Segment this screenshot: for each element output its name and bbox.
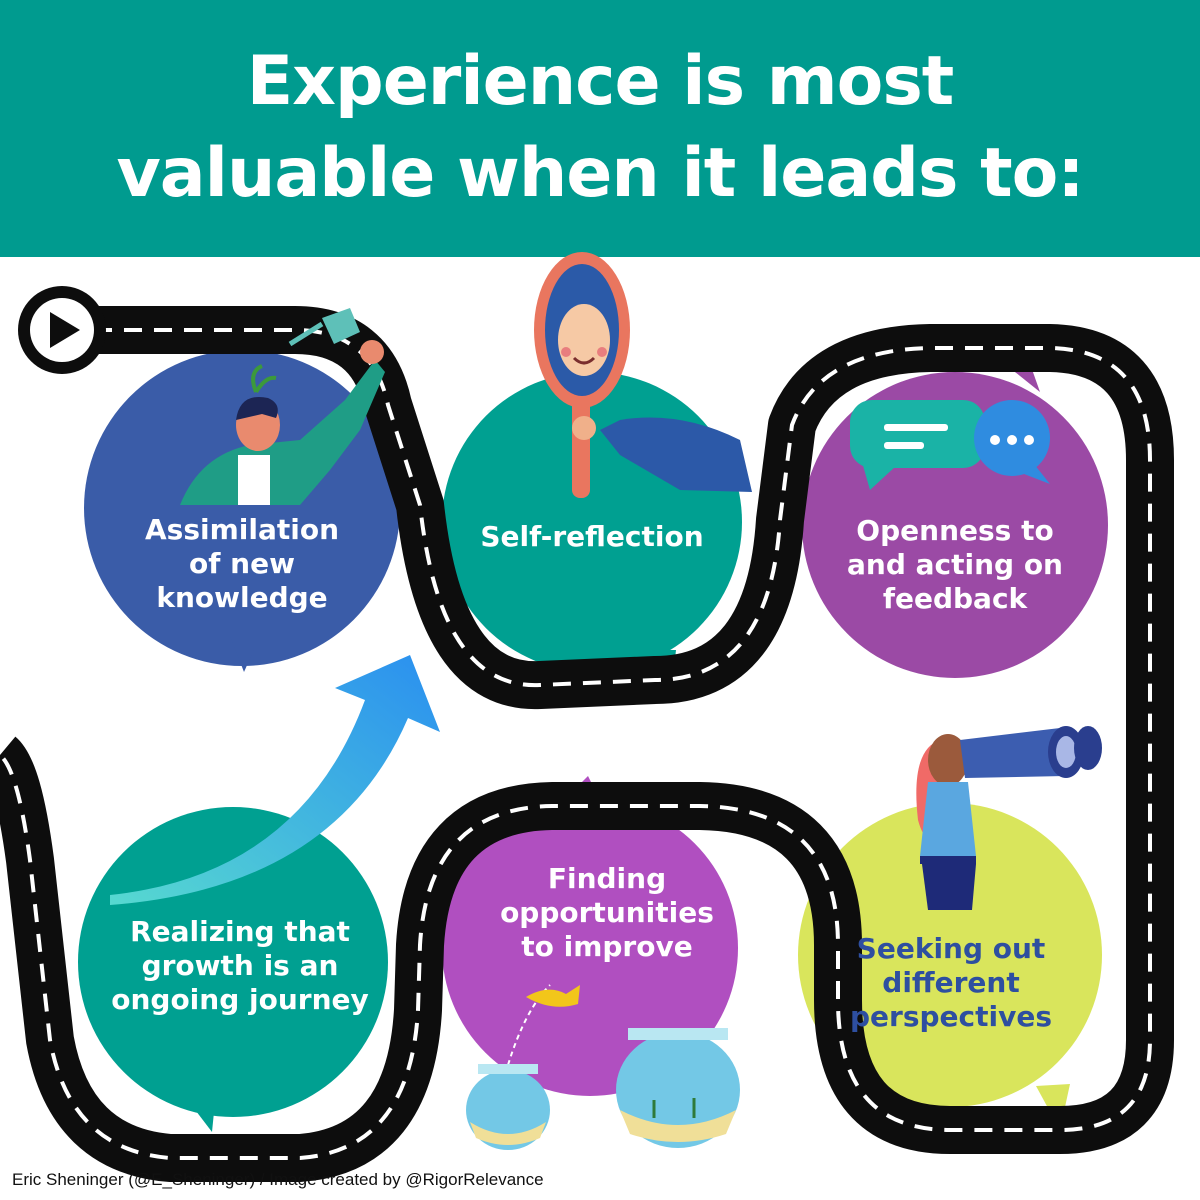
title-line-1: Experience is most (246, 42, 955, 121)
label-growth-line-1: Realizing that (130, 915, 350, 948)
label-assimilation-line-2: of new (189, 547, 295, 580)
winding-road (0, 306, 1174, 1182)
speech-bubbles-icon (850, 400, 1050, 490)
label-perspectives: Seeking out different perspectives (824, 932, 1078, 1034)
label-opportunities-line-2: opportunities (500, 896, 714, 929)
label-self-reflection: Self-reflection (462, 520, 722, 554)
fishbowl-jump-icon (466, 984, 740, 1150)
label-feedback-line-1: Openness to (856, 514, 1054, 547)
binoculars-icon (960, 726, 1102, 778)
person-watering-head-icon (180, 308, 385, 505)
label-feedback: Openness to and acting on feedback (828, 514, 1082, 616)
label-assimilation-line-3: knowledge (156, 581, 328, 614)
label-opportunities: Finding opportunities to improve (475, 862, 739, 964)
label-assimilation: Assimilation of new knowledge (115, 513, 369, 615)
header-banner: Experience is most valuable when it lead… (0, 0, 1200, 257)
play-icon (18, 286, 106, 374)
woman-binoculars-icon (916, 726, 1102, 910)
label-feedback-line-2: and acting on (847, 548, 1063, 581)
label-growth-line-3: ongoing journey (111, 983, 369, 1016)
circle-growth (78, 807, 388, 1132)
hand-mirror-icon (534, 252, 752, 498)
label-perspectives-line-1: Seeking out (856, 932, 1046, 965)
label-growth: Realizing that growth is an ongoing jour… (100, 915, 380, 1017)
title-line-2: valuable when it leads to: (116, 134, 1084, 213)
label-opportunities-line-3: to improve (521, 930, 693, 963)
label-self-reflection-line-1: Self-reflection (480, 520, 704, 553)
label-perspectives-line-3: perspectives (849, 1000, 1053, 1033)
label-opportunities-line-1: Finding (547, 862, 667, 895)
image-credit: Eric Sheninger (@E_Sheninger) / Image cr… (12, 1170, 544, 1189)
label-feedback-line-3: feedback (882, 582, 1028, 615)
label-assimilation-line-1: Assimilation (144, 513, 340, 546)
label-growth-line-2: growth is an (141, 949, 339, 982)
upward-arrow-icon (110, 655, 440, 905)
label-perspectives-line-2: different (882, 966, 1020, 999)
page-title: Experience is most valuable when it lead… (0, 36, 1200, 220)
